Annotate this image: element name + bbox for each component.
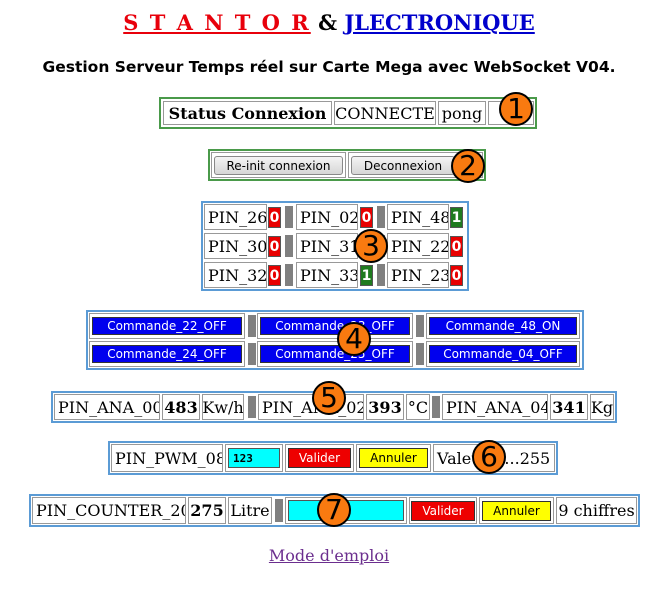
analog-name: PIN_ANA_00 bbox=[54, 394, 160, 420]
pin-name: PIN_33 bbox=[296, 262, 358, 288]
pin-separator bbox=[377, 206, 385, 228]
digital-pins-panel bbox=[201, 201, 469, 291]
cmd-separator bbox=[416, 315, 424, 337]
pin-led: 0 bbox=[360, 207, 373, 228]
counter-separator bbox=[275, 499, 283, 522]
counter-cancel-button[interactable]: Annuler bbox=[482, 501, 551, 521]
pwm-validate-button[interactable]: Valider bbox=[288, 448, 351, 468]
pin-name: PIN_30 bbox=[204, 233, 267, 259]
status-label: Status Connexion bbox=[163, 101, 332, 125]
analog-name: PIN_ANA_02 bbox=[258, 394, 364, 420]
pin-name: PIN_23 bbox=[387, 262, 449, 288]
cmd-separator bbox=[248, 315, 256, 337]
footer: Mode d'emploi bbox=[0, 546, 658, 565]
brand-stantor-link[interactable]: S T A N T O R bbox=[123, 10, 311, 35]
pin-led: 1 bbox=[360, 265, 373, 286]
cmd-separator bbox=[416, 343, 424, 365]
counter-value: 275 bbox=[188, 497, 226, 524]
command-button[interactable]: Commande_24_OFF bbox=[92, 345, 242, 363]
annotation-badge-1: 1 bbox=[499, 92, 533, 126]
counter-unit: Litre bbox=[228, 497, 272, 524]
help-link[interactable]: Mode d'emploi bbox=[268, 546, 390, 565]
status-panel bbox=[159, 97, 537, 129]
pwm-value-input[interactable]: 123 bbox=[228, 448, 280, 468]
brand-ampersand: & bbox=[318, 10, 338, 35]
annotation-badge-6: 6 bbox=[472, 440, 506, 474]
command-button[interactable]: Commande_23_OFF bbox=[260, 317, 410, 335]
pin-led: 0 bbox=[450, 236, 463, 257]
pin-led: 0 bbox=[268, 207, 281, 228]
pin-led: 1 bbox=[450, 207, 463, 228]
pin-separator bbox=[285, 235, 293, 257]
analog-value: 341 bbox=[550, 394, 588, 420]
annotation-badge-3: 3 bbox=[354, 229, 388, 263]
pin-name: PIN_26 bbox=[204, 204, 267, 230]
brand-jlectronique-link[interactable]: JLECTRONIQUE bbox=[344, 10, 535, 35]
disconnect-button[interactable]: Deconnexion bbox=[351, 156, 455, 175]
annotation-badge-5: 5 bbox=[312, 381, 346, 415]
pwm-cancel-button[interactable]: Annuler bbox=[359, 448, 428, 468]
pin-led: 0 bbox=[268, 236, 281, 257]
pin-name: PIN_02 bbox=[296, 204, 358, 230]
analog-separator bbox=[432, 396, 440, 418]
analog-unit: Kg bbox=[590, 394, 614, 420]
analog-value: 483 bbox=[162, 394, 200, 420]
page-subtitle: Gestion Serveur Temps réel sur Carte Meg… bbox=[42, 58, 616, 76]
counter-validate-button[interactable]: Valider bbox=[411, 501, 475, 521]
connection-panel bbox=[208, 149, 486, 181]
cmd-separator bbox=[248, 343, 256, 365]
pin-name: PIN_31 bbox=[296, 233, 358, 259]
annotation-badge-4: 4 bbox=[337, 322, 371, 356]
analog-name: PIN_ANA_04 bbox=[442, 394, 548, 420]
pwm-panel bbox=[108, 441, 558, 475]
pin-separator bbox=[377, 264, 385, 286]
command-button[interactable]: Commande_25_OFF bbox=[260, 345, 410, 363]
pwm-name: PIN_PWM_08 bbox=[111, 444, 223, 472]
reinit-connection-button[interactable]: Re-init connexion bbox=[214, 156, 343, 175]
analog-unit: Kw/h bbox=[202, 394, 244, 420]
status-state: CONNECTE bbox=[334, 101, 436, 125]
pin-name: PIN_22 bbox=[387, 233, 449, 259]
status-ping: pong bbox=[438, 101, 486, 125]
analog-value: 393 bbox=[366, 394, 404, 420]
analog-unit: °C bbox=[406, 394, 430, 420]
pin-name: PIN_32 bbox=[204, 262, 267, 288]
analog-separator bbox=[248, 396, 256, 418]
command-button[interactable]: Commande_04_OFF bbox=[429, 345, 577, 363]
page-title: S T A N T O R & JLECTRONIQUE bbox=[0, 10, 658, 35]
pin-separator bbox=[285, 264, 293, 286]
pin-led: 0 bbox=[268, 265, 281, 286]
pin-led: 0 bbox=[450, 265, 463, 286]
annotation-badge-7: 7 bbox=[317, 493, 351, 527]
commands-panel bbox=[86, 310, 584, 370]
counter-name: PIN_COUNTER_20 bbox=[32, 497, 186, 524]
command-button[interactable]: Commande_22_OFF bbox=[92, 317, 242, 335]
counter-hint: 9 chiffres bbox=[556, 497, 637, 524]
pin-separator bbox=[285, 206, 293, 228]
command-button[interactable]: Commande_48_ON bbox=[429, 317, 577, 335]
pin-name: PIN_48 bbox=[387, 204, 449, 230]
annotation-badge-2: 2 bbox=[451, 149, 485, 183]
